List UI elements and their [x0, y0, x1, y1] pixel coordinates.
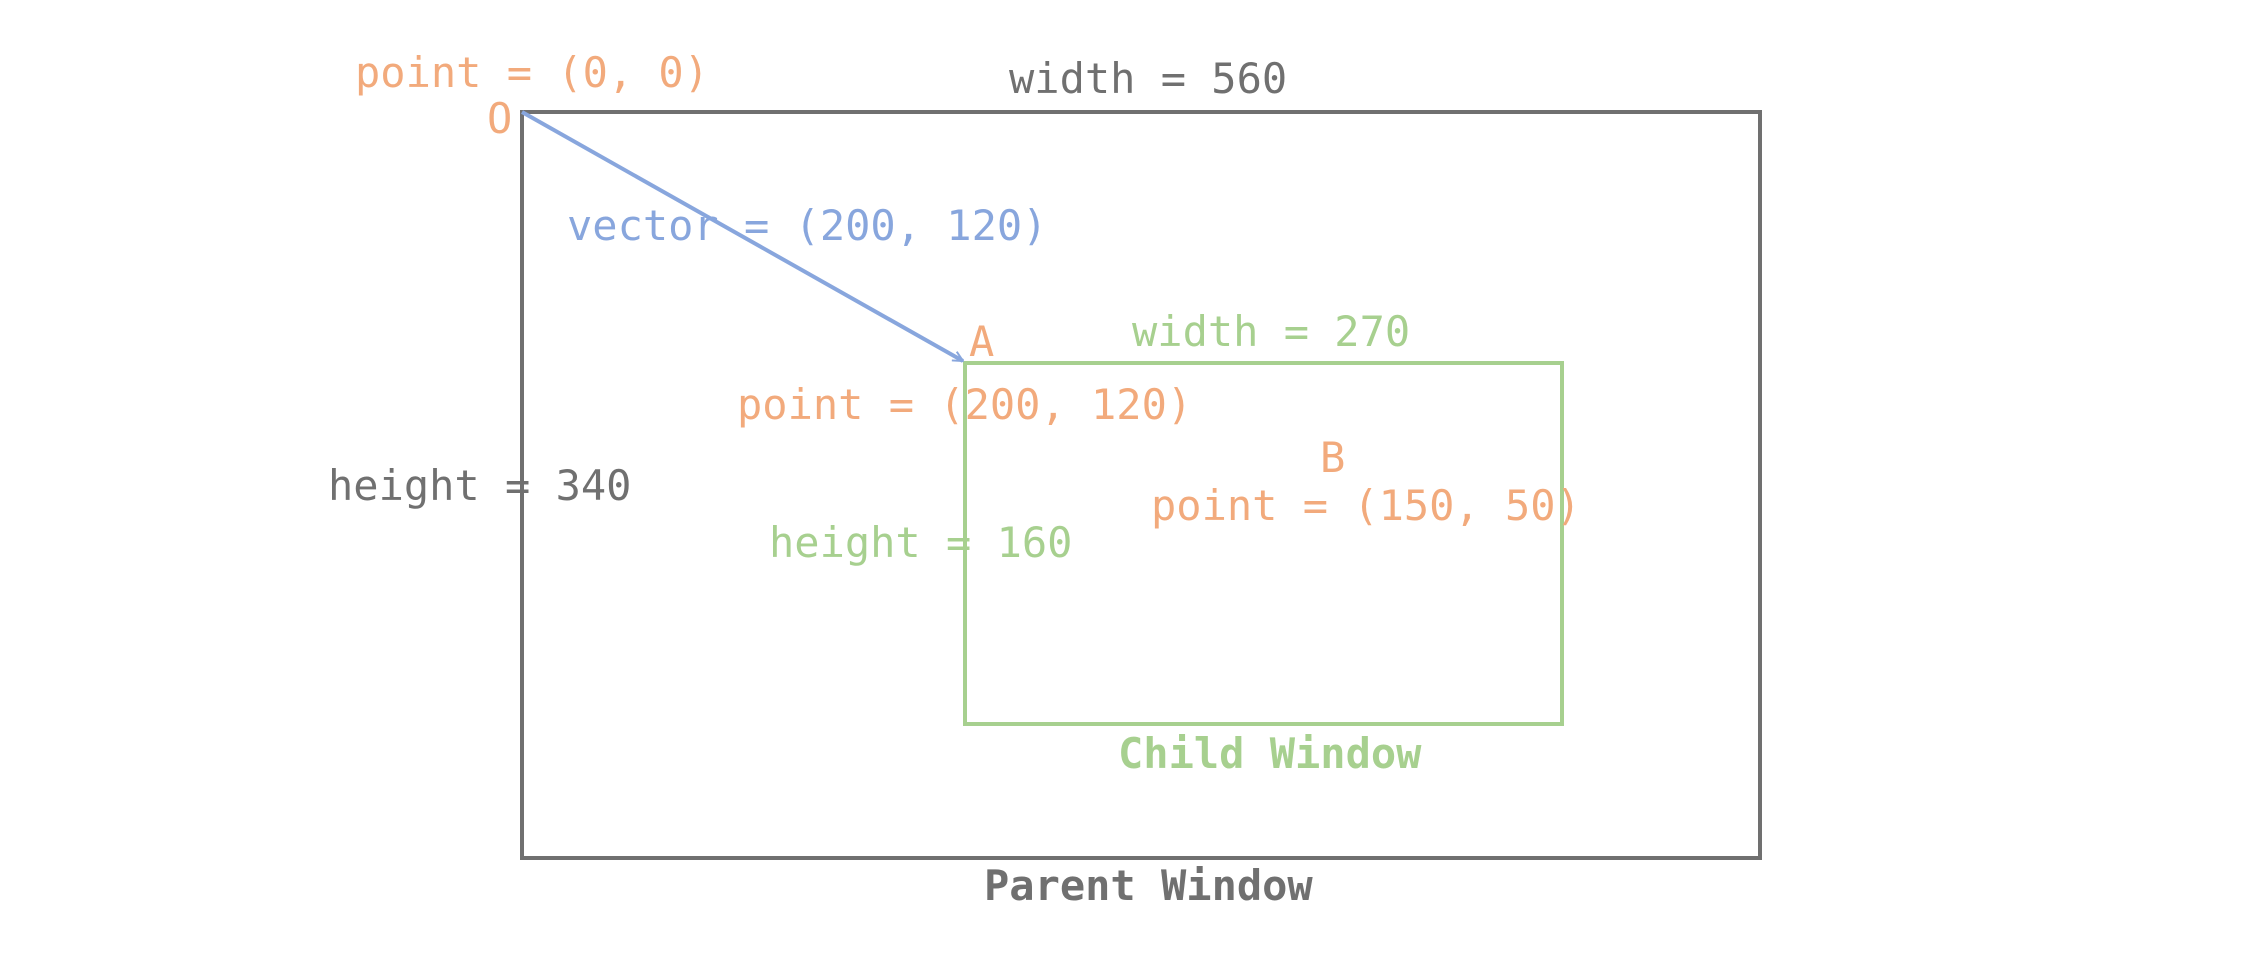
child-width-label: width = 270: [1132, 307, 1410, 356]
child-window-title: Child Window: [1118, 729, 1422, 778]
child-corner-marker: A: [969, 317, 994, 366]
child-window-rect: [963, 361, 1564, 726]
child-corner-point-label: point = (200, 120): [737, 380, 1192, 429]
parent-width-label: width = 560: [1009, 54, 1287, 103]
vector-arrow: [521, 110, 963, 363]
parent-window-rect: [520, 110, 1762, 860]
child-height-label: height = 160: [769, 518, 1072, 567]
parent-origin-marker: O: [487, 94, 512, 143]
point-b-marker: B: [1320, 433, 1345, 482]
parent-origin-point-label: point = (0, 0): [355, 48, 709, 97]
parent-window-title: Parent Window: [984, 861, 1313, 910]
point-b-label: point = (150, 50): [1151, 481, 1581, 530]
vector-label: vector = (200, 120): [567, 201, 1047, 250]
parent-height-label: height = 340: [328, 461, 631, 510]
